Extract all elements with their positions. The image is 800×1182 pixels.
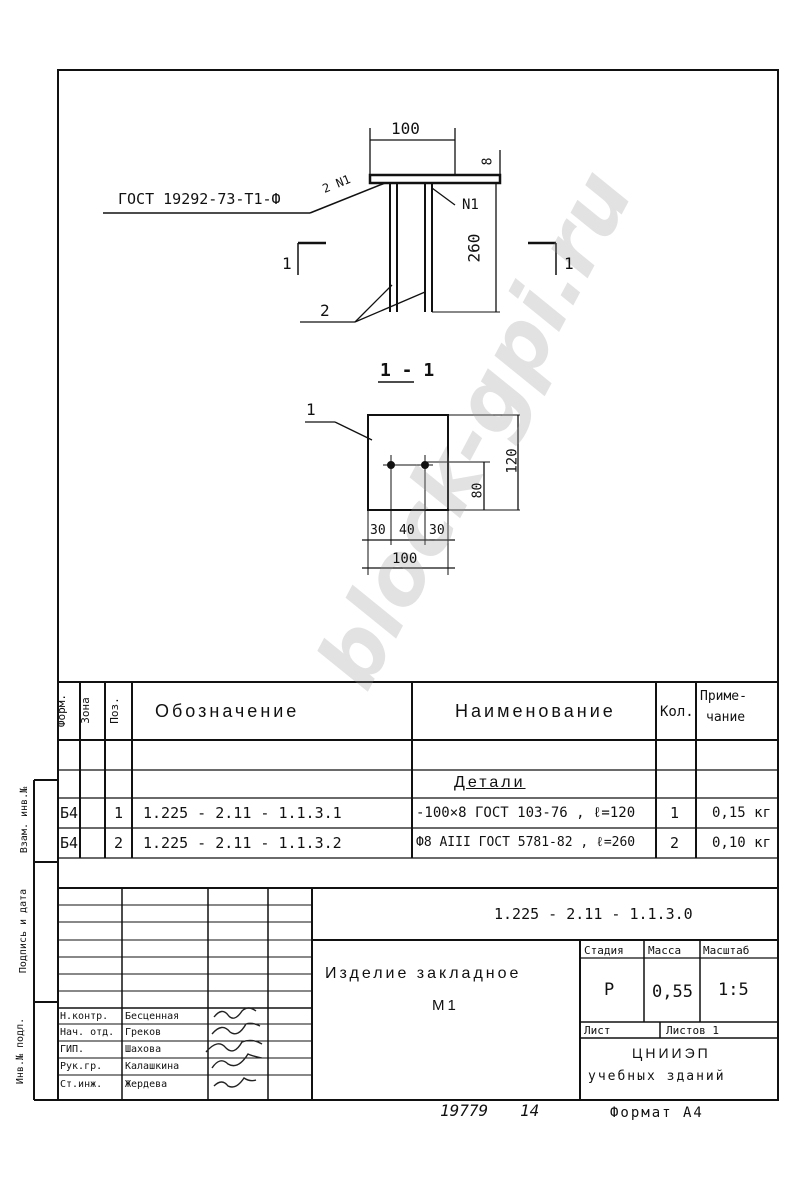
spec-row-1-pos: 1	[114, 804, 124, 822]
signer-role-5: Ст.инж.	[60, 1079, 103, 1090]
stage-label: Стадия	[584, 944, 624, 957]
signer-name-5: Жердева	[125, 1079, 168, 1090]
dim-section-100: 100	[392, 551, 418, 567]
elevation-view	[103, 128, 557, 323]
spec-row-2-format: Б4	[60, 834, 79, 852]
spec-row-2-qty: 2	[670, 834, 680, 852]
spec-row-2-designation: 1.225 - 2.11 - 1.1.3.2	[143, 834, 342, 852]
sheets-label: Листов 1	[666, 1024, 719, 1037]
col-header-zone: Зона	[78, 697, 92, 724]
signer-role-3: ГИП.	[60, 1044, 85, 1055]
signatures	[205, 1007, 263, 1088]
dim-anchor-height: 260	[464, 233, 484, 263]
item-mark: М1	[432, 997, 459, 1014]
mass-label: Масса	[648, 944, 682, 957]
spec-row-2-pos: 2	[114, 834, 124, 852]
frame-border	[57, 69, 779, 1101]
col-header-note-2: чание	[706, 710, 746, 725]
dim-section-120: 120	[504, 448, 521, 474]
signer-name-3: Шахова	[125, 1044, 162, 1055]
stage-value: Р	[604, 980, 615, 1000]
col-header-note-1: Приме-	[700, 689, 747, 704]
page-number: 14	[520, 1101, 540, 1120]
col-header-designation: Обозначение	[155, 701, 300, 721]
side-label-vzam: Взам. инв.№	[19, 786, 31, 854]
weld-n1-label: N1	[462, 197, 479, 213]
col-header-qty: Кол.	[660, 704, 694, 720]
dim-30-left: 30	[370, 523, 386, 538]
section-title: 1 - 1	[380, 360, 435, 381]
spec-row-1-designation: 1.225 - 2.11 - 1.1.3.1	[143, 804, 342, 822]
signer-name-2: Греков	[125, 1027, 162, 1038]
signer-role-4: Рук.гр.	[60, 1061, 103, 1072]
spec-row-1-qty: 1	[670, 804, 680, 822]
col-header-pos: Поз.	[107, 697, 121, 724]
item-title: Изделие закладное	[325, 965, 522, 982]
side-label-podpis: Подпись и дата	[18, 888, 30, 974]
signer-role-1: Н.контр.	[60, 1011, 109, 1022]
organization-name: ЦНИИЭП	[632, 1045, 711, 1061]
position-label-1: 1	[306, 400, 316, 419]
signer-name-4: Калашкина	[125, 1061, 180, 1072]
spec-section-details: Детали	[454, 774, 526, 791]
dim-plate-thickness: 8	[480, 157, 496, 166]
dim-40: 40	[399, 523, 415, 538]
spec-row-1-name: -100×8 ГОСТ 103-76 , ℓ=120	[416, 805, 636, 821]
section-mark-left: 1	[282, 254, 292, 273]
spec-table-grid	[58, 681, 778, 859]
col-header-format: Форм.	[55, 693, 69, 728]
title-block-grid	[58, 887, 778, 1100]
scale-label: Масштаб	[703, 944, 750, 957]
section-view	[305, 381, 520, 575]
sheet-label: Лист	[584, 1024, 611, 1037]
sheet-format: Формат А4	[610, 1105, 704, 1121]
spec-row-2-name: Ф8 АIII ГОСТ 5781-82 , ℓ=260	[416, 835, 636, 850]
mass-value: 0,55	[652, 982, 693, 1002]
spec-row-1-format: Б4	[60, 804, 79, 822]
document-code: 1.225 - 2.11 - 1.1.3.0	[494, 905, 693, 923]
document-number: 19779	[440, 1101, 489, 1120]
signer-name-1: Бесценная	[125, 1011, 180, 1022]
section-mark-right: 1	[564, 254, 574, 273]
dim-30-right: 30	[429, 523, 445, 538]
position-label-2: 2	[320, 301, 330, 320]
spec-row-2-note: 0,10 кг	[712, 835, 772, 851]
gost-stud-label: ГОСТ 19292-73-Т1-Ф	[118, 190, 281, 208]
signer-role-2: Нач. отд.	[60, 1027, 115, 1038]
spec-row-1-note: 0,15 кг	[712, 805, 772, 821]
dim-top-width: 100	[391, 119, 420, 138]
organization-subtitle: учебных зданий	[588, 1069, 726, 1084]
col-header-name: Наименование	[455, 701, 616, 721]
scale-value: 1:5	[718, 980, 749, 1000]
dim-section-80: 80	[470, 482, 486, 499]
side-label-inv: Инв.№ подл.	[15, 1017, 27, 1085]
